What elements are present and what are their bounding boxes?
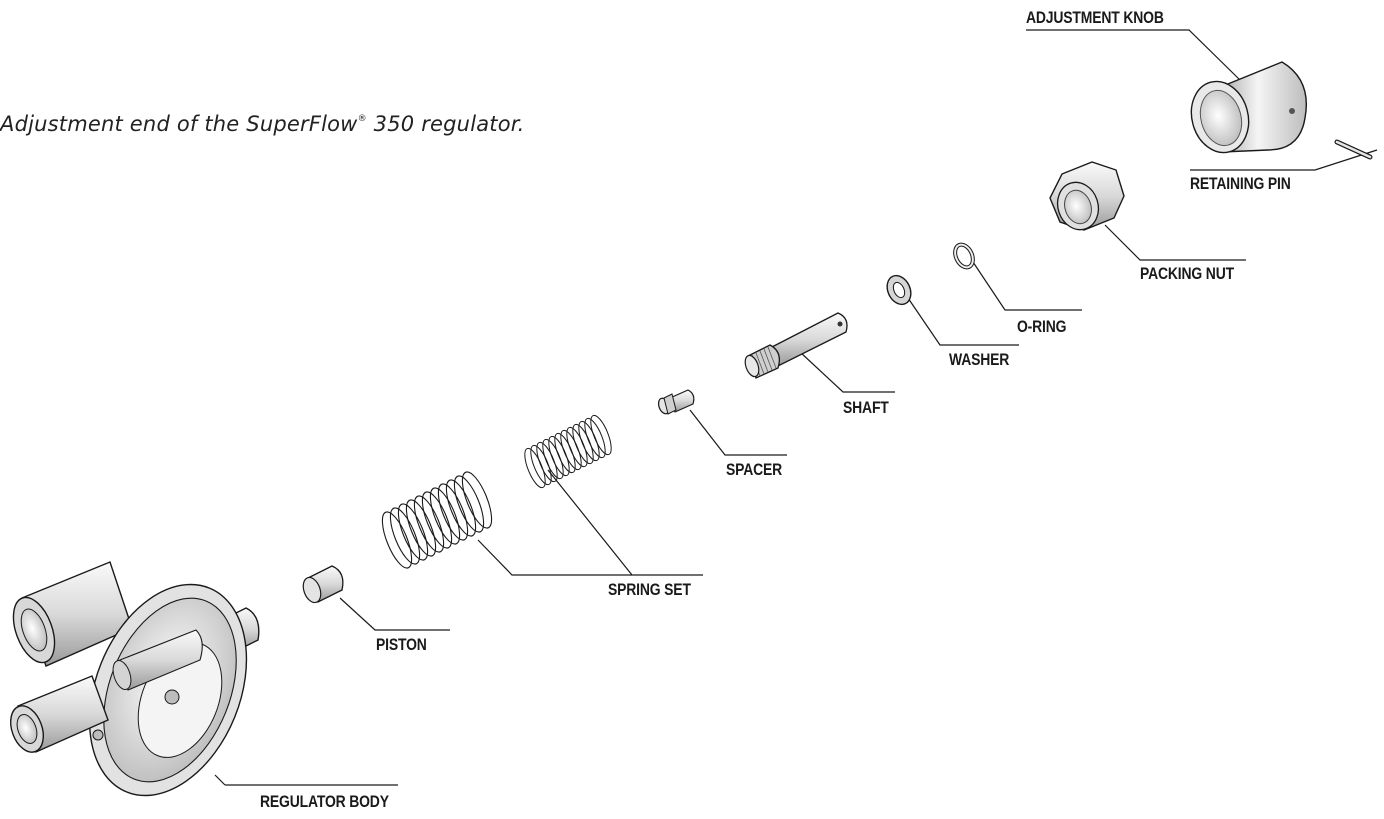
retaining-pin-part — [1334, 139, 1373, 160]
adjustment-knob-part — [1190, 61, 1307, 154]
label-spacer: SPACER — [726, 460, 783, 479]
packing-nut-part — [1049, 161, 1125, 231]
leader-lines — [214, 29, 1378, 786]
label-regulator-body: REGULATOR BODY — [260, 792, 389, 811]
washer-part — [886, 274, 912, 306]
label-adjustment-knob: ADJUSTMENT KNOB — [1026, 8, 1164, 27]
label-packing-nut: PACKING NUT — [1140, 264, 1234, 283]
o-ring-part — [953, 242, 975, 270]
label-retaining-pin: RETAINING PIN — [1190, 174, 1291, 193]
label-spring-set: SPRING SET — [608, 580, 691, 599]
regulator-body-part — [9, 561, 260, 797]
piston-part — [302, 565, 344, 604]
diagram-caption: Adjustment end of the SuperFlow® 350 reg… — [0, 112, 525, 136]
large-spring-part — [381, 471, 493, 569]
label-piston: PISTON — [376, 635, 427, 654]
label-o-ring: O-RING — [1017, 317, 1067, 336]
label-shaft: SHAFT — [843, 398, 889, 417]
spacer-part — [657, 389, 695, 415]
small-spring-part — [524, 414, 612, 489]
label-washer: WASHER — [949, 350, 1010, 369]
shaft-part — [744, 312, 848, 379]
